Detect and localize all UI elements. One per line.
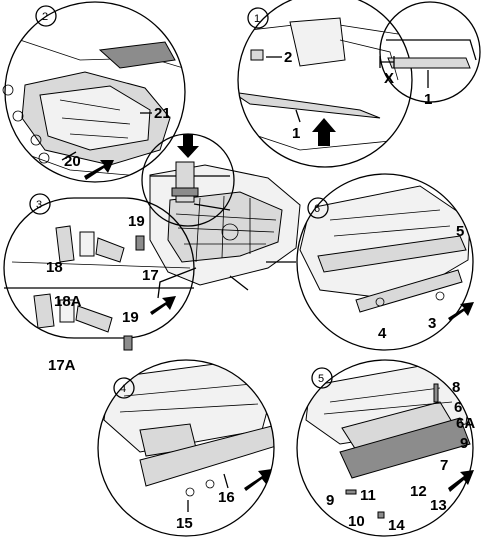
callout-3: 3 bbox=[428, 315, 436, 332]
panel-4-id: 4 bbox=[120, 383, 126, 395]
callout-6: 6 bbox=[454, 399, 462, 416]
panel-1: 1 2 1 bbox=[237, 0, 413, 168]
callout-9-left: 9 bbox=[326, 492, 334, 509]
callout-13: 13 bbox=[430, 497, 447, 514]
callout-x: X bbox=[384, 70, 394, 87]
callout-12: 12 bbox=[410, 483, 427, 500]
callout-1: 1 bbox=[292, 125, 300, 142]
panel-5-id: 5 bbox=[318, 373, 324, 385]
callout-11: 11 bbox=[360, 487, 376, 504]
callout-4: 4 bbox=[378, 325, 387, 342]
install-arrow-6 bbox=[448, 302, 474, 321]
callout-19-bottom: 19 bbox=[122, 309, 139, 326]
panel-2: 2 21 20 bbox=[2, 1, 186, 183]
callout-5: 5 bbox=[456, 223, 464, 240]
callout-18a: 18A bbox=[54, 293, 82, 310]
install-arrow bbox=[84, 160, 114, 180]
callout-18: 18 bbox=[46, 259, 63, 276]
callout-16: 16 bbox=[218, 489, 235, 506]
center-subframe bbox=[149, 164, 301, 299]
fastener-detail bbox=[141, 133, 235, 227]
panel-3-id: 3 bbox=[36, 199, 42, 211]
install-arrow-5 bbox=[448, 470, 474, 492]
callout-14: 14 bbox=[388, 517, 405, 534]
upward-arrow bbox=[312, 118, 336, 146]
callout-9-right: 9 bbox=[460, 435, 468, 452]
panel-3: 3 19 18 17 18A 19 17A bbox=[3, 193, 195, 374]
install-arrow-4 bbox=[244, 469, 272, 491]
panel-5: 5 8 6 6A 9 7 9 11 12 13 10 14 bbox=[296, 359, 475, 537]
install-arrow-3 bbox=[150, 296, 176, 315]
callout-6a: 6A bbox=[456, 415, 475, 432]
panel-2-id: 2 bbox=[42, 11, 48, 23]
callout-7: 7 bbox=[440, 457, 448, 474]
callout-17a: 17A bbox=[48, 357, 76, 374]
callout-8: 8 bbox=[452, 379, 460, 396]
callout-19-top: 19 bbox=[128, 213, 145, 230]
callout-17: 17 bbox=[142, 267, 159, 284]
panel-1-inset: X 1 bbox=[379, 1, 481, 108]
callout-21: 21 bbox=[154, 105, 171, 122]
panel-6-id: 6 bbox=[314, 203, 320, 215]
panel-4: 4 16 15 bbox=[97, 359, 275, 537]
callout-15: 15 bbox=[176, 515, 193, 532]
callout-2: 2 bbox=[284, 49, 292, 66]
panel-1-id: 1 bbox=[254, 13, 260, 25]
down-arrow bbox=[177, 134, 199, 158]
callout-10: 10 bbox=[348, 513, 365, 530]
panel-6: 6 5 3 4 bbox=[296, 173, 474, 351]
callout-20: 20 bbox=[64, 153, 81, 170]
callout-1-inset: 1 bbox=[424, 91, 432, 108]
